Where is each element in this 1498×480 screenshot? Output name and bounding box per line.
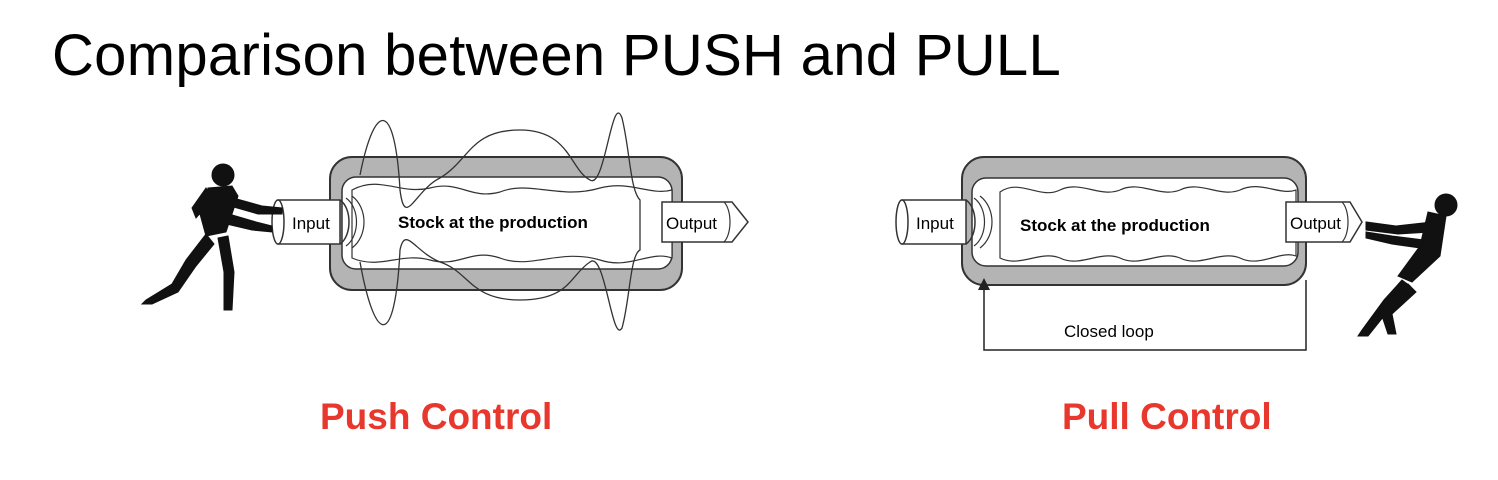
pulling-man-figure (1357, 193, 1458, 337)
pull-output-arrow (1285, 201, 1363, 243)
closed-loop-label: Closed loop (1064, 322, 1154, 341)
closed-loop-line (983, 280, 1307, 351)
pull-stock-wave (999, 186, 1297, 262)
push-input-label: Input (292, 214, 330, 233)
pull-input-cylinder (895, 195, 993, 249)
pull-control-diagram: Input Stock at the production Output Clo… (895, 156, 1458, 351)
pull-output-label: Output (1290, 214, 1341, 233)
pull-stock-label: Stock at the production (1020, 216, 1210, 235)
closed-loop-arrowhead (978, 278, 990, 290)
push-control-caption: Push Control (320, 396, 553, 437)
page-title: Comparison between PUSH and PULL (52, 23, 1062, 88)
push-output-label: Output (666, 214, 717, 233)
pull-input-label: Input (916, 214, 954, 233)
pushing-man-figure (140, 163, 283, 311)
push-stock-label: Stock at the production (398, 213, 588, 232)
pull-control-caption: Pull Control (1062, 396, 1272, 437)
push-oscillation-curve (359, 112, 641, 331)
push-control-diagram: Input Stock at the production Output (140, 112, 749, 331)
push-output-arrow (661, 201, 749, 243)
push-stock-wave (351, 183, 673, 264)
